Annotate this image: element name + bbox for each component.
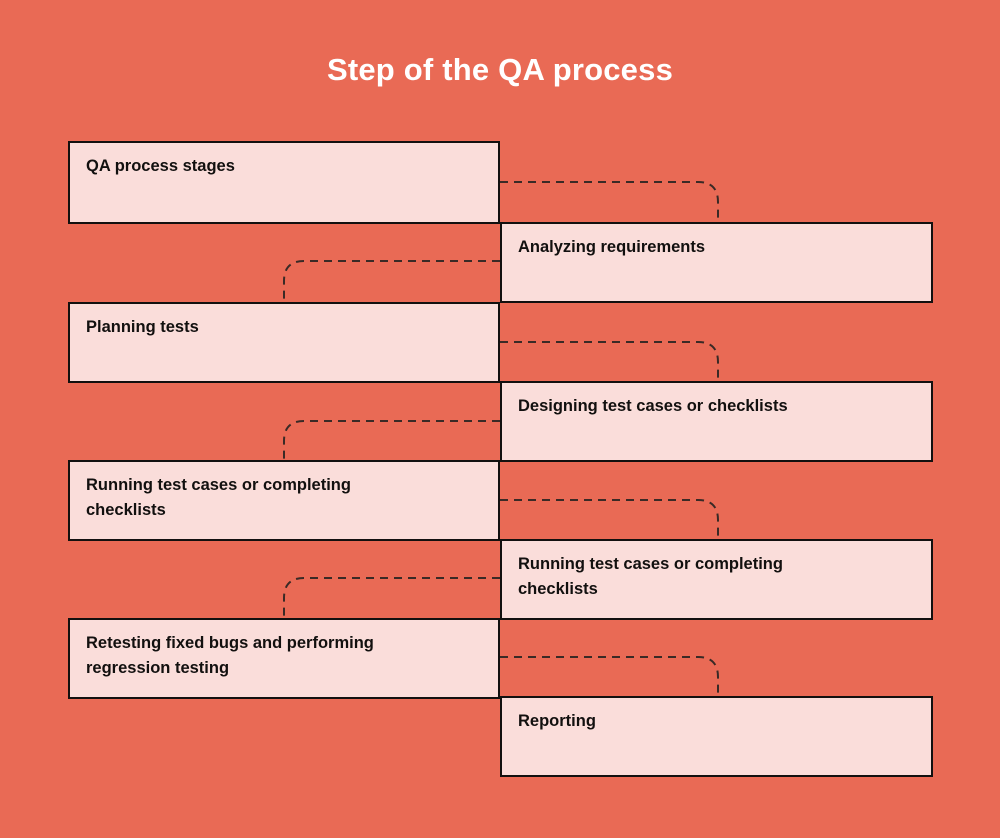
flow-connector-7-to-8 (500, 656, 719, 696)
stage-label-2: Analyzing requirements (518, 238, 706, 256)
flow-connector-5-to-6 (500, 499, 719, 539)
stage-label-1: QA process stages (86, 157, 235, 175)
stage-box-2[interactable]: Analyzing requirements (500, 222, 933, 303)
stage-box-3[interactable]: Planning tests (68, 302, 500, 383)
stage-box-7[interactable]: Retesting fixed bugs and performing regr… (68, 618, 500, 699)
stage-box-1[interactable]: QA process stages (68, 141, 500, 224)
flow-connector-2-to-3 (283, 260, 500, 302)
stage-label-5: Running test cases or completing checkli… (86, 476, 351, 519)
stage-label-6: Running test cases or completing checkli… (518, 555, 783, 598)
page-title: Step of the QA process (326, 52, 674, 87)
flow-connector-3-to-4 (500, 341, 719, 381)
stage-label-7: Retesting fixed bugs and performing regr… (86, 634, 374, 677)
stage-label-3: Planning tests (86, 318, 199, 336)
stage-box-5[interactable]: Running test cases or completing checkli… (68, 460, 500, 541)
stage-box-8[interactable]: Reporting (500, 696, 933, 777)
flow-connector-6-to-7 (283, 577, 500, 618)
flow-connector-1-to-2 (500, 181, 719, 222)
flow-connector-4-to-5 (283, 420, 500, 460)
stage-box-6[interactable]: Running test cases or completing checkli… (500, 539, 933, 620)
stage-label-8: Reporting (518, 712, 596, 730)
stage-label-4: Designing test cases or checklists (518, 397, 788, 415)
stage-box-4[interactable]: Designing test cases or checklists (500, 381, 933, 462)
